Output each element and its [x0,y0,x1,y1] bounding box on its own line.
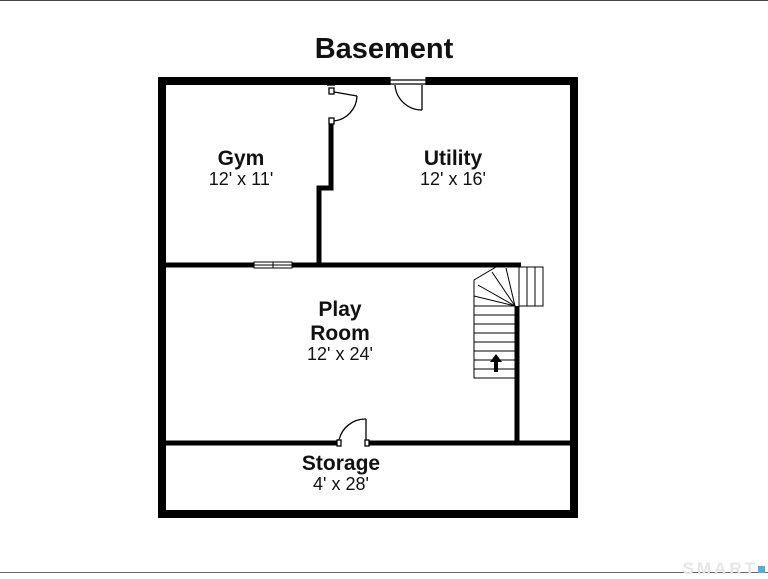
room-gym: Gym 12' x 11' [190,148,292,188]
top-border-line [0,0,768,1]
room-play-room: Play Room 12' x 24' [288,299,392,363]
room-storage: Storage 4' x 28' [276,453,406,493]
outer-wall-rect [158,77,578,518]
stair-up-arrow-icon [490,354,502,372]
room-utility-name: Utility [423,147,483,170]
sliding-door [253,261,293,269]
staircase [473,266,544,379]
gym-utility-wall [316,124,334,265]
room-play-room-name-line1: Play [318,298,362,321]
room-utility-dims: 12' x 16' [420,169,486,189]
room-storage-dims: 4' x 28' [313,474,369,494]
room-utility: Utility 12' x 16' [392,148,514,188]
room-gym-name: Gym [217,147,265,170]
gym-door [327,84,358,125]
stair-upper-flight [518,266,544,307]
entry-door [389,77,427,111]
watermark-text: SMART [682,559,758,578]
room-play-room-name-line2: Room [310,322,370,345]
storage-door [336,418,370,447]
bottom-border-line [0,572,768,573]
floor-title: Basement [314,33,454,65]
room-gym-dims: 12' x 11' [208,169,274,189]
watermark-logo-icon [758,566,765,573]
room-play-room-dims: 12' x 24' [307,344,373,364]
outer-walls [158,77,578,518]
room-storage-name: Storage [301,452,381,475]
